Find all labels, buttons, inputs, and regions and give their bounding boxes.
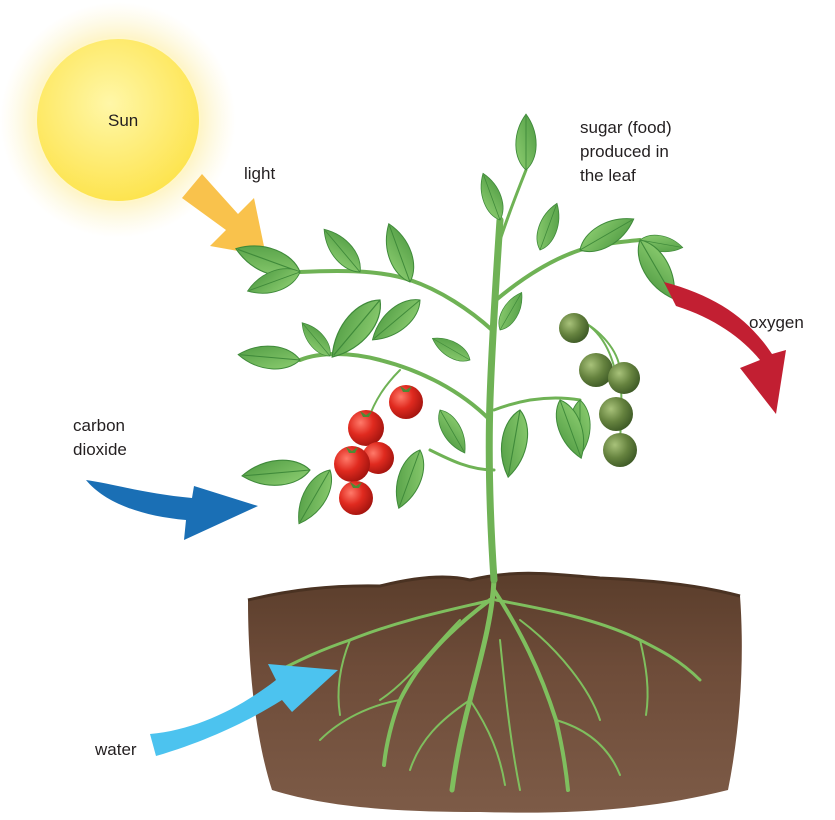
water-label: water [95,738,137,762]
sugar-label-line-2: produced in [580,140,672,164]
carbon-dioxide-label-line-2: dioxide [73,438,127,462]
oxygen-arrow [664,282,786,414]
sugar-label: sugar (food) produced in the leaf [580,116,672,188]
carbon-dioxide-label-line-1: carbon [73,414,127,438]
carbon-dioxide-arrow [86,480,258,540]
sugar-label-line-1: sugar (food) [580,116,672,140]
soil [248,573,742,812]
sun-label: Sun [108,109,138,133]
carbon-dioxide-label: carbon dioxide [73,414,127,462]
light-label: light [244,162,275,186]
oxygen-label: oxygen [749,311,804,335]
light-arrow [182,174,266,256]
sugar-label-line-3: the leaf [580,164,672,188]
